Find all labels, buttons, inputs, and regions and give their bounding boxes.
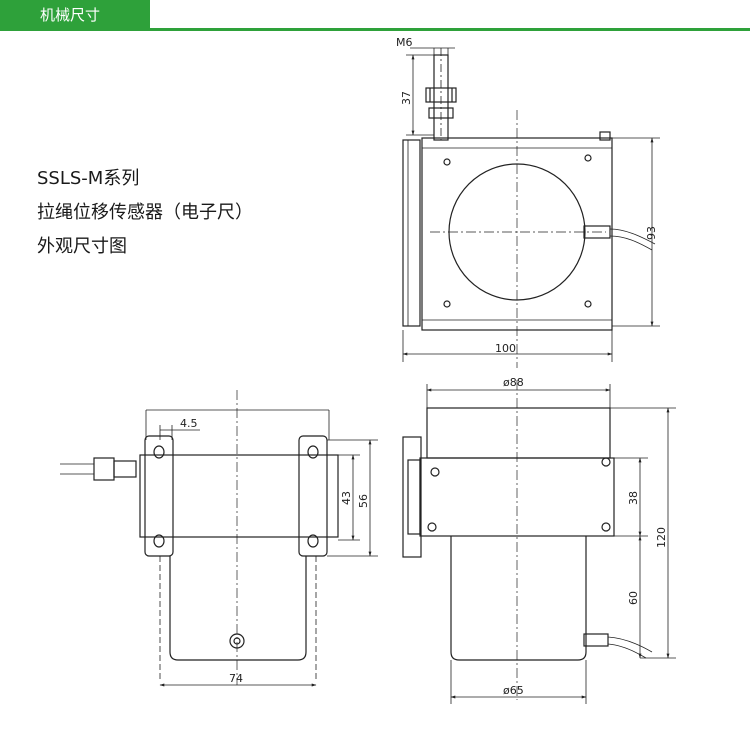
profile-view	[402, 380, 676, 704]
dim-width-top-label: 100	[495, 342, 516, 355]
dim-body-height-label: 38	[627, 491, 640, 505]
dim-thread-label: M6	[396, 36, 413, 49]
dim-bracket-56-label: 56	[357, 494, 370, 508]
product-series: SSLS-M系列	[37, 168, 140, 189]
dim-total-height-label: 120	[655, 527, 668, 548]
side-view	[60, 390, 378, 687]
product-name: 拉绳位移传感器（电子尺）	[37, 202, 253, 223]
section-tab: 机械尺寸	[0, 0, 150, 31]
dim-dia-bottom-label: ø65	[503, 684, 524, 697]
section-divider	[150, 28, 750, 31]
dim-height-right-label: 93	[645, 226, 658, 240]
dim-shaft-length-label: 37	[400, 91, 413, 105]
drawing-caption: 外观尺寸图	[37, 236, 127, 257]
dim-bracket-43-label: 43	[340, 491, 353, 505]
dim-dia-top-label: ø88	[503, 376, 524, 389]
intro-text: SSLS-M系列 拉绳位移传感器（电子尺） 外观尺寸图	[37, 162, 253, 264]
front-view	[402, 47, 660, 368]
dim-lower-height-label: 60	[627, 591, 640, 605]
dim-offset-label: 4.5	[180, 417, 198, 430]
dim-base-width-label: 74	[229, 672, 243, 685]
